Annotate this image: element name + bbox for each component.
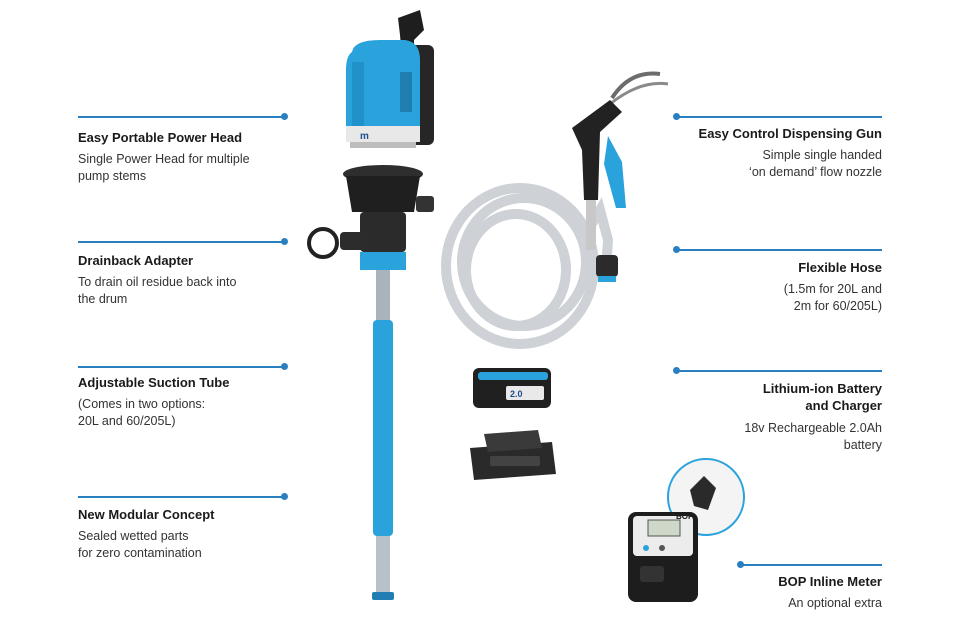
- callout-dot-hose: [673, 246, 680, 253]
- callout-dot-battery: [673, 367, 680, 374]
- feature-suction-tube: Adjustable Suction Tube (Comes in two op…: [78, 375, 308, 430]
- callout-line-hose: [676, 249, 882, 251]
- callout-line-modular: [78, 496, 284, 498]
- callout-dot-modular: [281, 493, 288, 500]
- flexible-hose-image: [441, 183, 614, 349]
- feature-modular: New Modular Concept Sealed wetted parts …: [78, 507, 308, 562]
- feature-title: Easy Portable Power Head: [78, 130, 243, 145]
- charger-image: [470, 430, 556, 480]
- feature-desc: Sealed wetted parts for zero contaminati…: [78, 529, 202, 560]
- battery-image: 2.0: [473, 368, 551, 408]
- feature-gun: Easy Control Dispensing Gun Simple singl…: [652, 126, 882, 181]
- feature-title: Adjustable Suction Tube: [78, 375, 230, 390]
- meter-brand: BOP: [676, 512, 694, 521]
- callout-dot-gun: [673, 113, 680, 120]
- feature-title: Easy Control Dispensing Gun: [698, 126, 882, 141]
- feature-title: Drainback Adapter: [78, 253, 194, 268]
- callout-dot-drainback: [281, 238, 288, 245]
- feature-desc: Single Power Head for multiple pump stem…: [78, 152, 250, 183]
- power-head-image: m: [346, 10, 434, 148]
- feature-desc: Simple single handed ‘on demand’ flow no…: [749, 148, 882, 179]
- battery-label: 2.0: [510, 389, 523, 399]
- callout-line-gun: [676, 116, 882, 118]
- svg-text:m: m: [360, 131, 369, 142]
- feature-battery: Lithium-ion Battery and Charger 18v Rech…: [652, 380, 882, 454]
- drainback-adapter-image: [307, 165, 434, 270]
- callout-line-battery: [676, 370, 882, 372]
- callout-dot-meter: [737, 561, 744, 568]
- feature-title: New Modular Concept: [78, 507, 215, 522]
- callout-line-meter: [740, 564, 882, 566]
- hose-fitting-image: [596, 255, 618, 282]
- bop-meter-image: BOP: [628, 458, 745, 602]
- feature-title: Flexible Hose: [798, 260, 882, 275]
- feature-title: Lithium-ion Battery and Charger: [762, 381, 882, 413]
- feature-desc: 18v Rechargeable 2.0Ah battery: [744, 421, 882, 452]
- callout-line-suction-tube: [78, 366, 284, 368]
- callout-line-power-head: [78, 116, 284, 118]
- callout-dot-suction-tube: [281, 363, 288, 370]
- callout-dot-power-head: [281, 113, 288, 120]
- feature-hose: Flexible Hose (1.5m for 20L and 2m for 6…: [652, 260, 882, 315]
- feature-drainback: Drainback Adapter To drain oil residue b…: [78, 253, 308, 308]
- feature-power-head: Easy Portable Power Head Single Power He…: [78, 130, 308, 185]
- callout-line-drainback: [78, 241, 284, 243]
- dispensing-gun-image: [572, 71, 669, 250]
- feature-meter: BOP Inline Meter An optional extra: [652, 574, 882, 612]
- feature-title: BOP Inline Meter: [778, 574, 882, 589]
- feature-desc: An optional extra: [788, 596, 882, 610]
- feature-desc: To drain oil residue back into the drum: [78, 275, 237, 306]
- feature-desc: (1.5m for 20L and 2m for 60/205L): [783, 282, 882, 313]
- feature-desc: (Comes in two options: 20L and 60/205L): [78, 397, 206, 428]
- suction-tube-image: [372, 270, 394, 600]
